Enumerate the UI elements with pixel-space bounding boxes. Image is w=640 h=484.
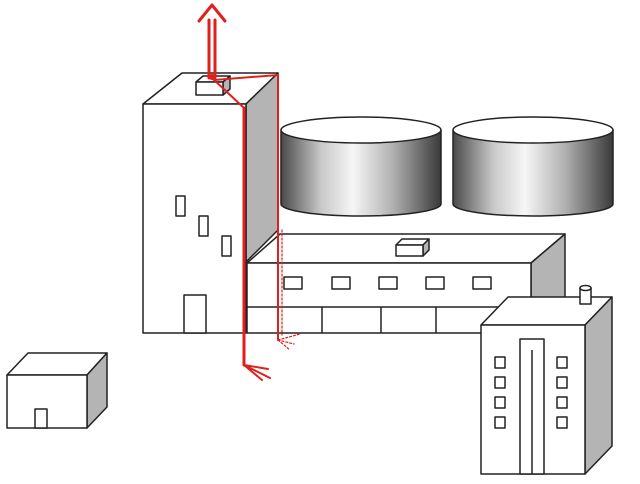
- window: [221, 235, 232, 257]
- small-shed: [6, 352, 108, 429]
- window: [556, 376, 568, 389]
- window: [198, 215, 209, 237]
- chimney: [579, 284, 592, 305]
- storage-tank-left: [280, 116, 442, 217]
- window: [556, 416, 568, 429]
- window: [556, 356, 568, 369]
- exhaust-path: [197, 3, 301, 381]
- window: [494, 376, 506, 389]
- roof-unit: [395, 238, 430, 257]
- window: [472, 276, 492, 290]
- window: [494, 396, 506, 409]
- window: [331, 276, 351, 290]
- storage-tank-right: [452, 116, 614, 217]
- window: [425, 276, 445, 290]
- window: [494, 356, 506, 369]
- window: [556, 396, 568, 409]
- window: [283, 276, 303, 290]
- door: [183, 294, 207, 334]
- window: [378, 276, 398, 290]
- arrow-down-icon: [243, 364, 271, 381]
- window: [175, 195, 186, 217]
- arrow-up-icon: [197, 3, 227, 23]
- tall-building: [142, 72, 279, 334]
- window: [494, 416, 506, 429]
- door: [34, 408, 48, 429]
- office-building: [480, 284, 613, 475]
